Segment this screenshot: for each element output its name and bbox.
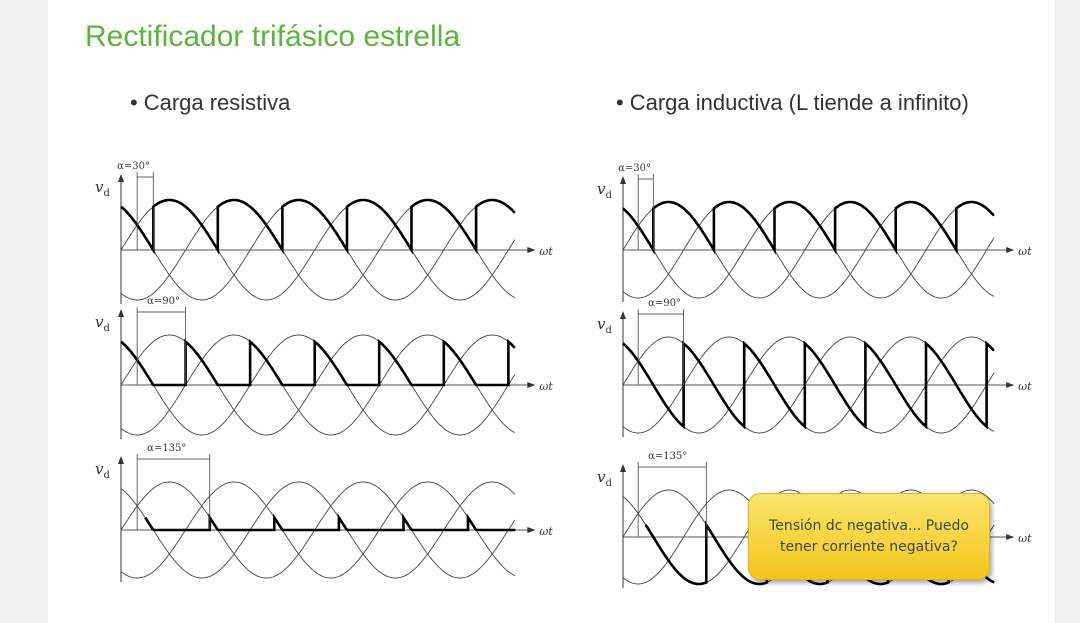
y-axis-arrow-icon [118, 174, 124, 182]
alpha-label: α=135° [648, 451, 687, 462]
bullet-resistive-load: •Carga resistiva [130, 90, 290, 116]
output-voltage-vd [120, 338, 516, 387]
output-voltage-vd [622, 200, 995, 255]
output-voltage-vd [144, 513, 516, 532]
output-voltage-vd [644, 520, 995, 586]
y-axis-arrow-icon [620, 176, 626, 184]
bullet-text: Carga resistiva [143, 90, 291, 115]
x-axis-arrow-icon [527, 527, 536, 533]
vd-label: vd [95, 313, 110, 334]
omega-t-label: ωt [539, 525, 553, 538]
omega-t-label: ωt [1018, 380, 1032, 393]
omega-t-label: ωt [539, 245, 553, 258]
output-voltage-vd [622, 340, 995, 430]
y-axis-arrow-icon [620, 464, 626, 472]
x-axis-arrow-icon [1006, 382, 1015, 388]
bullet-dot: • [616, 90, 624, 115]
bullet-text: Carga inductiva (L tiende a infinito) [629, 90, 969, 115]
output-voltage-vd [120, 198, 516, 255]
vd-label: vd [95, 178, 110, 199]
x-axis-arrow-icon [527, 247, 536, 253]
alpha-label: α=90° [147, 296, 180, 307]
bullet-inductive-load: •Carga inductiva (L tiende a infinito) [616, 90, 969, 116]
y-axis-arrow-icon [620, 311, 626, 319]
y-axis-arrow-icon [118, 456, 124, 464]
vd-label: vd [597, 180, 612, 201]
phase-voltage-curve [120, 481, 516, 579]
callout-line-2: tener corriente negativa? [780, 538, 958, 555]
alpha-label: α=135° [147, 443, 186, 454]
vd-label: vd [597, 315, 612, 336]
alpha-label: α=30° [117, 161, 150, 172]
x-axis-arrow-icon [1006, 534, 1015, 540]
y-axis-arrow-icon [118, 309, 124, 317]
alpha-label: α=90° [648, 298, 681, 309]
vd-label: vd [95, 460, 110, 481]
omega-t-label: ωt [1018, 245, 1032, 258]
callout-note: Tensión dc negativa... Puedo tener corrie… [748, 493, 990, 580]
phase-voltage-curve [120, 481, 516, 579]
omega-t-label: ωt [1018, 532, 1032, 545]
x-axis-arrow-icon [527, 382, 536, 388]
bullet-dot: • [130, 90, 138, 115]
alpha-label: α=30° [618, 163, 651, 174]
slide-title: Rectificador trifásico estrella [85, 20, 461, 53]
vd-label: vd [597, 468, 612, 489]
callout-line-1: Tensión dc negativa... Puedo [769, 517, 969, 534]
x-axis-arrow-icon [1006, 247, 1015, 253]
phase-voltage-curve [120, 481, 516, 579]
omega-t-label: ωt [539, 380, 553, 393]
